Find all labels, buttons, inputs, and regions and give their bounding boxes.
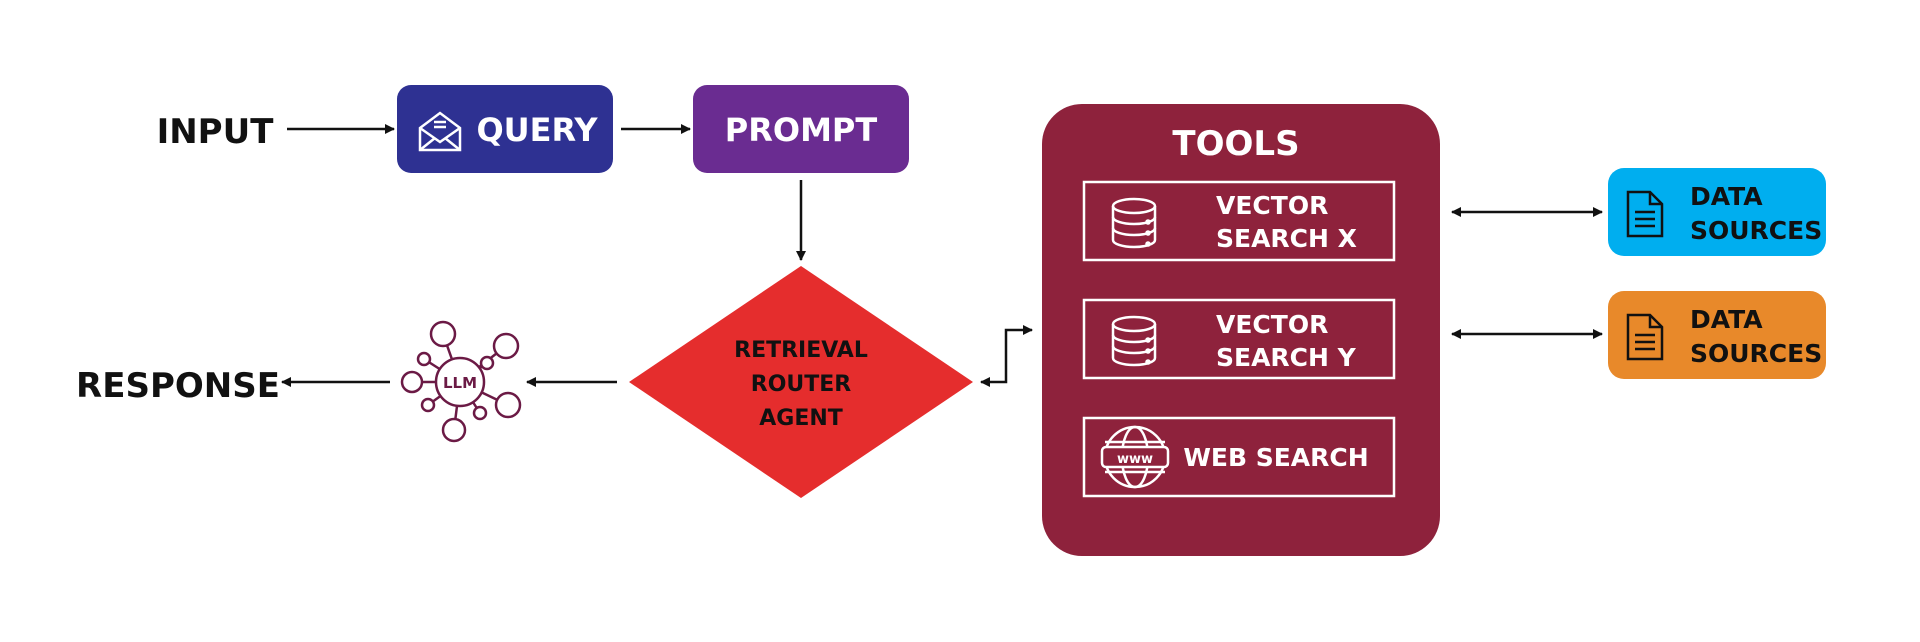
query-label: QUERY xyxy=(476,111,598,149)
tool-vector-search-y: VECTOR SEARCH Y xyxy=(1082,298,1396,380)
prompt-node: PROMPT xyxy=(693,85,909,173)
response-label: RESPONSE xyxy=(76,366,280,406)
tools-panel: TOOLS VECTOR SEARCH X xyxy=(1042,104,1440,556)
router-line2: ROUTER xyxy=(751,372,852,397)
input-label: INPUT xyxy=(157,112,275,152)
globe-www-icon xyxy=(1100,425,1170,489)
data-source-1: DATA SOURCES xyxy=(1608,168,1826,256)
data-source-line1: DATA xyxy=(1690,182,1763,211)
data-source-line1: DATA xyxy=(1690,305,1763,334)
tool-web-search: www WEB SEARCH xyxy=(1082,416,1396,498)
router-node: RETRIEVAL ROUTER AGENT xyxy=(629,266,973,498)
tool-label-line1: VECTOR xyxy=(1216,310,1328,339)
router-line1: RETRIEVAL xyxy=(734,338,868,363)
prompt-box xyxy=(693,85,909,173)
www-text: www xyxy=(1117,452,1153,467)
tool-box xyxy=(1082,298,1396,380)
router-diamond xyxy=(629,266,973,498)
tool-vector-search-x: VECTOR SEARCH X xyxy=(1082,180,1396,262)
tool-label-line1: VECTOR xyxy=(1216,191,1328,220)
document-icon xyxy=(1626,190,1664,238)
data-source-2: DATA SOURCES xyxy=(1608,291,1826,379)
query-node: QUERY xyxy=(397,85,613,173)
envelope-icon xyxy=(418,111,462,152)
llm-label: LLM xyxy=(443,374,477,392)
llm-network-icon xyxy=(400,320,522,443)
database-icon xyxy=(1111,315,1157,367)
tool-label-line2: SEARCH Y xyxy=(1216,343,1357,372)
data-source-line2: SOURCES xyxy=(1690,216,1822,245)
tools-title: TOOLS xyxy=(1172,124,1299,164)
data-source-line2: SOURCES xyxy=(1690,339,1822,368)
tool-label-line2: SEARCH X xyxy=(1216,224,1357,253)
arrow-router-tools xyxy=(980,325,1033,387)
tool-box xyxy=(1082,180,1396,262)
prompt-label: PROMPT xyxy=(725,111,878,149)
document-icon xyxy=(1626,313,1664,361)
tool-box xyxy=(1082,416,1396,498)
tool-label-line1: WEB SEARCH xyxy=(1183,443,1368,472)
router-line3: AGENT xyxy=(759,406,843,431)
database-icon xyxy=(1111,197,1157,249)
